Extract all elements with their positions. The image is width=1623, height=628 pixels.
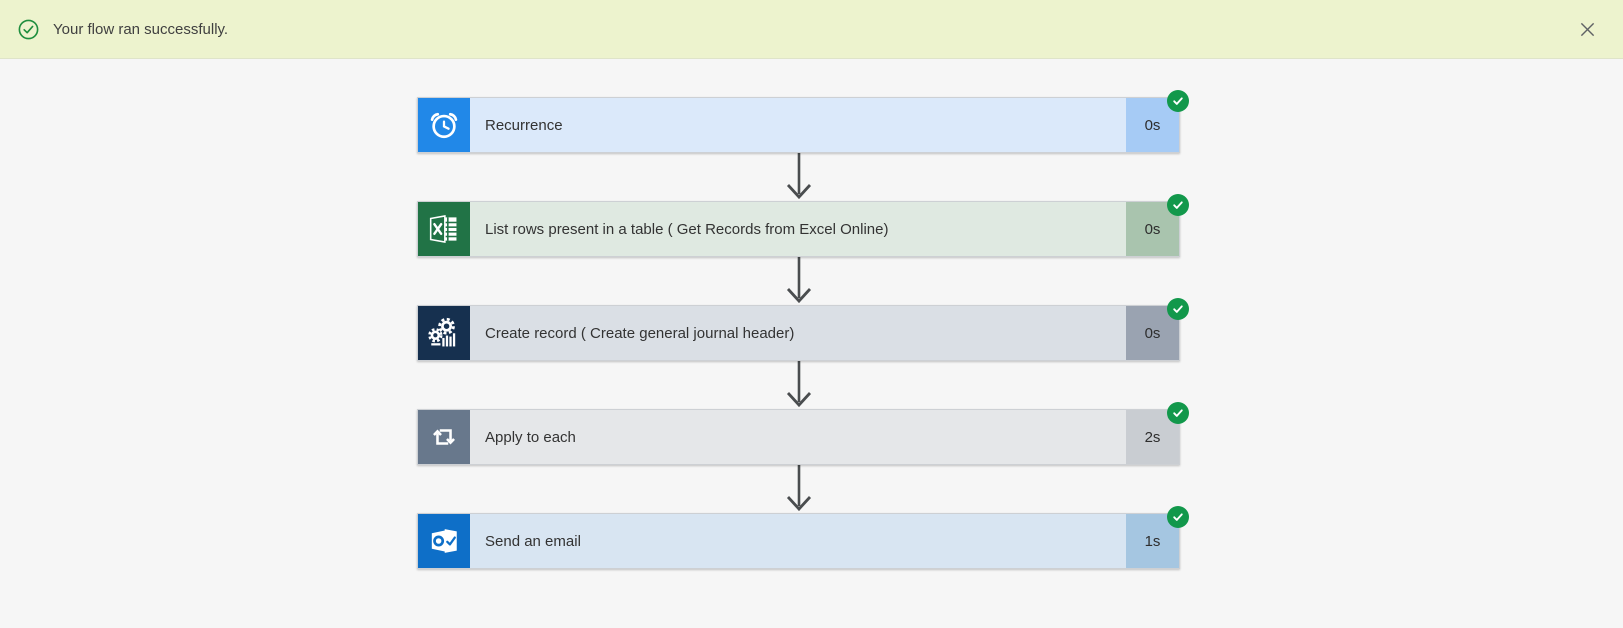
apply-to-each-loop-icon — [418, 410, 470, 464]
excel-icon — [418, 202, 470, 256]
success-check-badge — [1167, 194, 1189, 216]
flow-step-send-email[interactable]: Send an email 1s — [417, 506, 1189, 569]
step-label: Recurrence — [485, 116, 563, 134]
step-body: Recurrence — [470, 98, 1126, 152]
check-circle-icon — [17, 18, 40, 41]
connector-arrow-icon — [417, 361, 1180, 409]
close-icon[interactable] — [1573, 15, 1601, 43]
connector-arrow-icon — [417, 257, 1180, 305]
connector-arrow-icon — [417, 465, 1180, 513]
success-check-badge — [1167, 298, 1189, 320]
flow-run-canvas: Recurrence 0s — [0, 59, 1623, 569]
flow-step-apply-to-each[interactable]: Apply to each 2s — [417, 402, 1189, 465]
success-check-badge — [1167, 402, 1189, 424]
step-label: Send an email — [485, 532, 581, 550]
outlook-icon — [418, 514, 470, 568]
success-check-badge — [1167, 506, 1189, 528]
step-body: Send an email — [470, 514, 1126, 568]
step-body: Apply to each — [470, 410, 1126, 464]
step-body: List rows present in a table ( Get Recor… — [470, 202, 1126, 256]
success-banner: Your flow ran successfully. — [0, 0, 1623, 59]
connector-arrow-icon — [417, 153, 1180, 201]
success-check-badge — [1167, 90, 1189, 112]
recurrence-clock-icon — [418, 98, 470, 152]
flow-step-create-record[interactable]: Create record ( Create general journal h… — [417, 298, 1189, 361]
step-label: Apply to each — [485, 428, 576, 446]
dynamics-gears-icon — [418, 306, 470, 360]
flow-step-list-rows[interactable]: List rows present in a table ( Get Recor… — [417, 194, 1189, 257]
step-label: Create record ( Create general journal h… — [485, 324, 795, 342]
banner-message: Your flow ran successfully. — [53, 20, 229, 38]
step-body: Create record ( Create general journal h… — [470, 306, 1126, 360]
flow-step-recurrence[interactable]: Recurrence 0s — [417, 90, 1189, 153]
step-label: List rows present in a table ( Get Recor… — [485, 220, 889, 238]
